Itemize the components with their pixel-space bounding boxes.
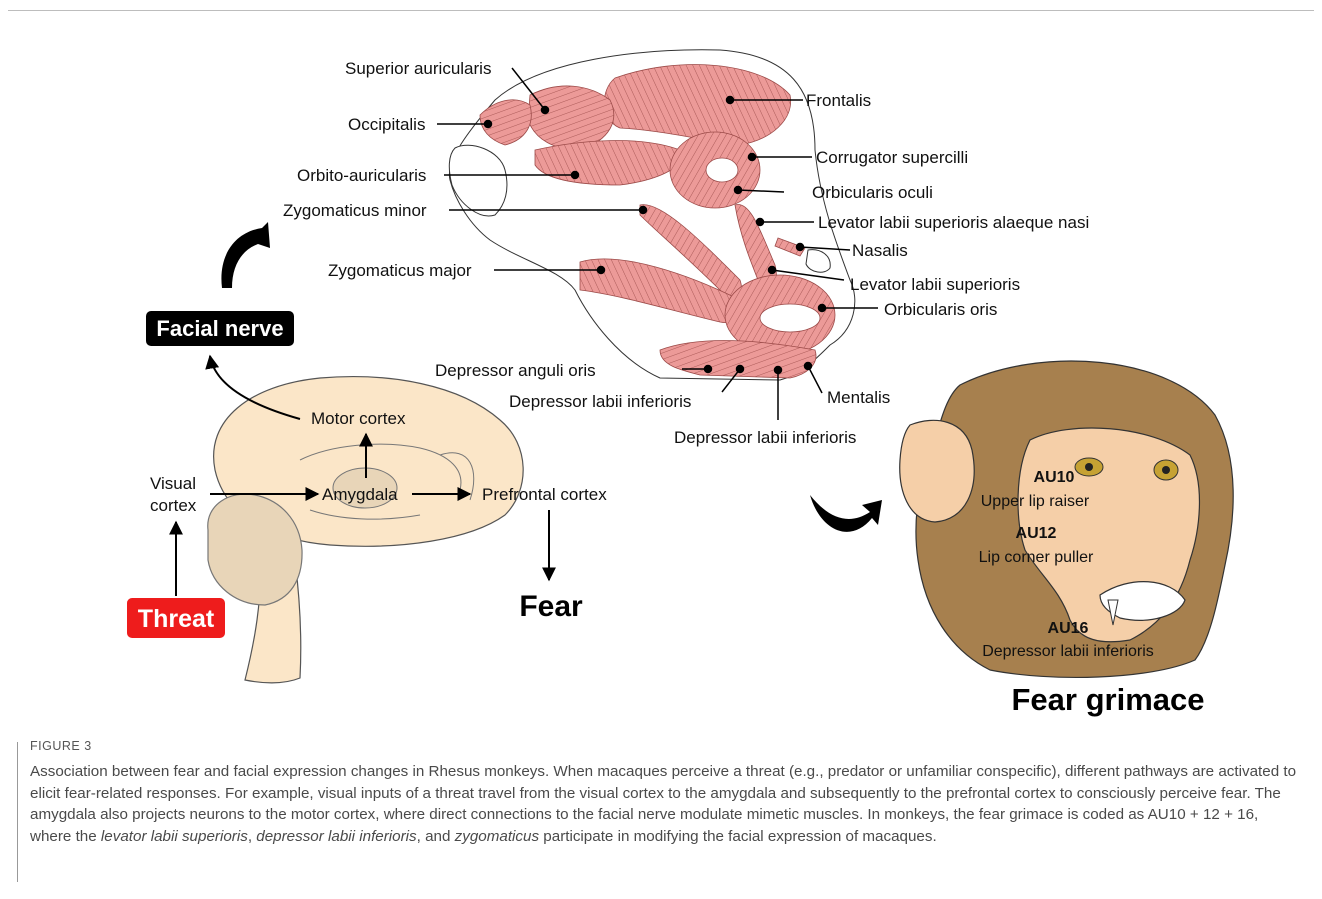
label-mentalis: Mentalis (827, 388, 890, 407)
figure-label: FIGURE 3 (30, 739, 1302, 753)
monkey-ear (900, 420, 974, 522)
nose-outline (806, 250, 830, 273)
caption-part-2: participate in modifying the facial expr… (539, 828, 937, 845)
label-prefrontal-cortex: Prefrontal cortex (482, 485, 607, 504)
fear-grimace-diagram: AU10 Upper lip raiser AU12 Lip corner pu… (810, 361, 1233, 717)
label-zygomaticus-major: Zygomaticus major (328, 261, 472, 280)
label-amygdala: Amygdala (322, 485, 398, 504)
ear-outline (449, 145, 507, 216)
curved-arrow-icon (221, 222, 270, 288)
label-levator-labii: Levator labii superioris (850, 275, 1020, 294)
caption-sep-2: , and (417, 828, 455, 845)
caption-text: Association between fear and facial expr… (30, 761, 1302, 847)
levator-labii-muscle (735, 204, 776, 286)
au10-code: AU10 (1034, 469, 1075, 486)
caption-rule (17, 742, 18, 882)
brain-pathway-diagram: Facial nerve Motor cortex Visual cortex … (127, 222, 607, 683)
mouth-opening (760, 304, 820, 332)
au16-name: Depressor labii inferioris (982, 643, 1154, 660)
figure-caption: FIGURE 3 Association between fear and fa… (30, 739, 1302, 847)
label-nasalis: Nasalis (852, 241, 908, 260)
superior-auricularis-muscle (528, 86, 614, 150)
label-occipitalis: Occipitalis (348, 115, 425, 134)
eye-socket (706, 158, 738, 182)
label-depressor-anguli: Depressor anguli oris (435, 361, 596, 380)
au12-name: Lip corner puller (979, 549, 1094, 566)
label-visual-cortex-1: Visual (150, 474, 196, 493)
label-corrugator: Corrugator supercilli (816, 148, 968, 167)
label-orbicularis-oculi: Orbicularis oculi (812, 183, 933, 202)
caption-em-1: levator labii superioris (101, 828, 248, 845)
au16-code: AU16 (1048, 620, 1089, 637)
label-frontalis: Frontalis (806, 91, 871, 110)
frontalis-muscle (604, 65, 790, 145)
threat-label: Threat (138, 605, 215, 633)
label-orbicularis-oris: Orbicularis oris (884, 300, 997, 319)
orbito-auricularis-muscle (535, 141, 682, 185)
label-fear: Fear (519, 590, 583, 623)
label-motor-cortex: Motor cortex (311, 409, 406, 428)
au12-code: AU12 (1016, 525, 1057, 542)
label-levator-alaeque: Levator labii superioris alaeque nasi (818, 213, 1089, 232)
label-visual-cortex-2: cortex (150, 496, 197, 515)
curved-arrow-icon-2 (810, 495, 882, 532)
label-superior-auricularis: Superior auricularis (345, 59, 491, 78)
caption-em-2: depressor labii inferioris (256, 828, 416, 845)
label-depressor-labii-2: Depressor labii inferioris (674, 428, 856, 447)
caption-sep-1: , (248, 828, 256, 845)
fear-grimace-title: Fear grimace (1012, 682, 1205, 717)
facial-nerve-label: Facial nerve (156, 316, 283, 341)
label-orbito-auricularis: Orbito-auricularis (297, 166, 426, 185)
au10-name: Upper lip raiser (981, 493, 1090, 510)
caption-em-3: zygomaticus (455, 828, 539, 845)
label-zygomaticus-minor: Zygomaticus minor (283, 201, 427, 220)
label-depressor-labii-1: Depressor labii inferioris (509, 392, 691, 411)
